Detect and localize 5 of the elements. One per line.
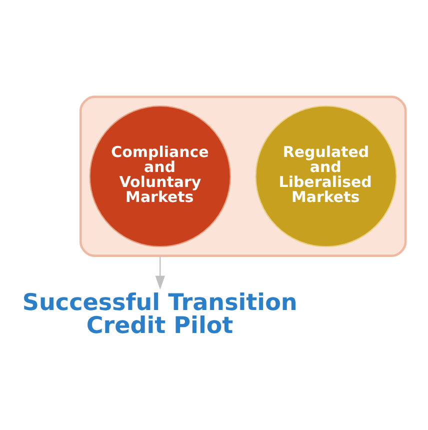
node-circle: Regulated and Liberalised Markets [255,104,397,247]
node-circle: Compliance and Voluntary Markets [89,104,231,247]
cluster [79,95,407,256]
arrow [155,255,165,290]
node-text: Successful Transition Credit Pilot [22,289,298,339]
